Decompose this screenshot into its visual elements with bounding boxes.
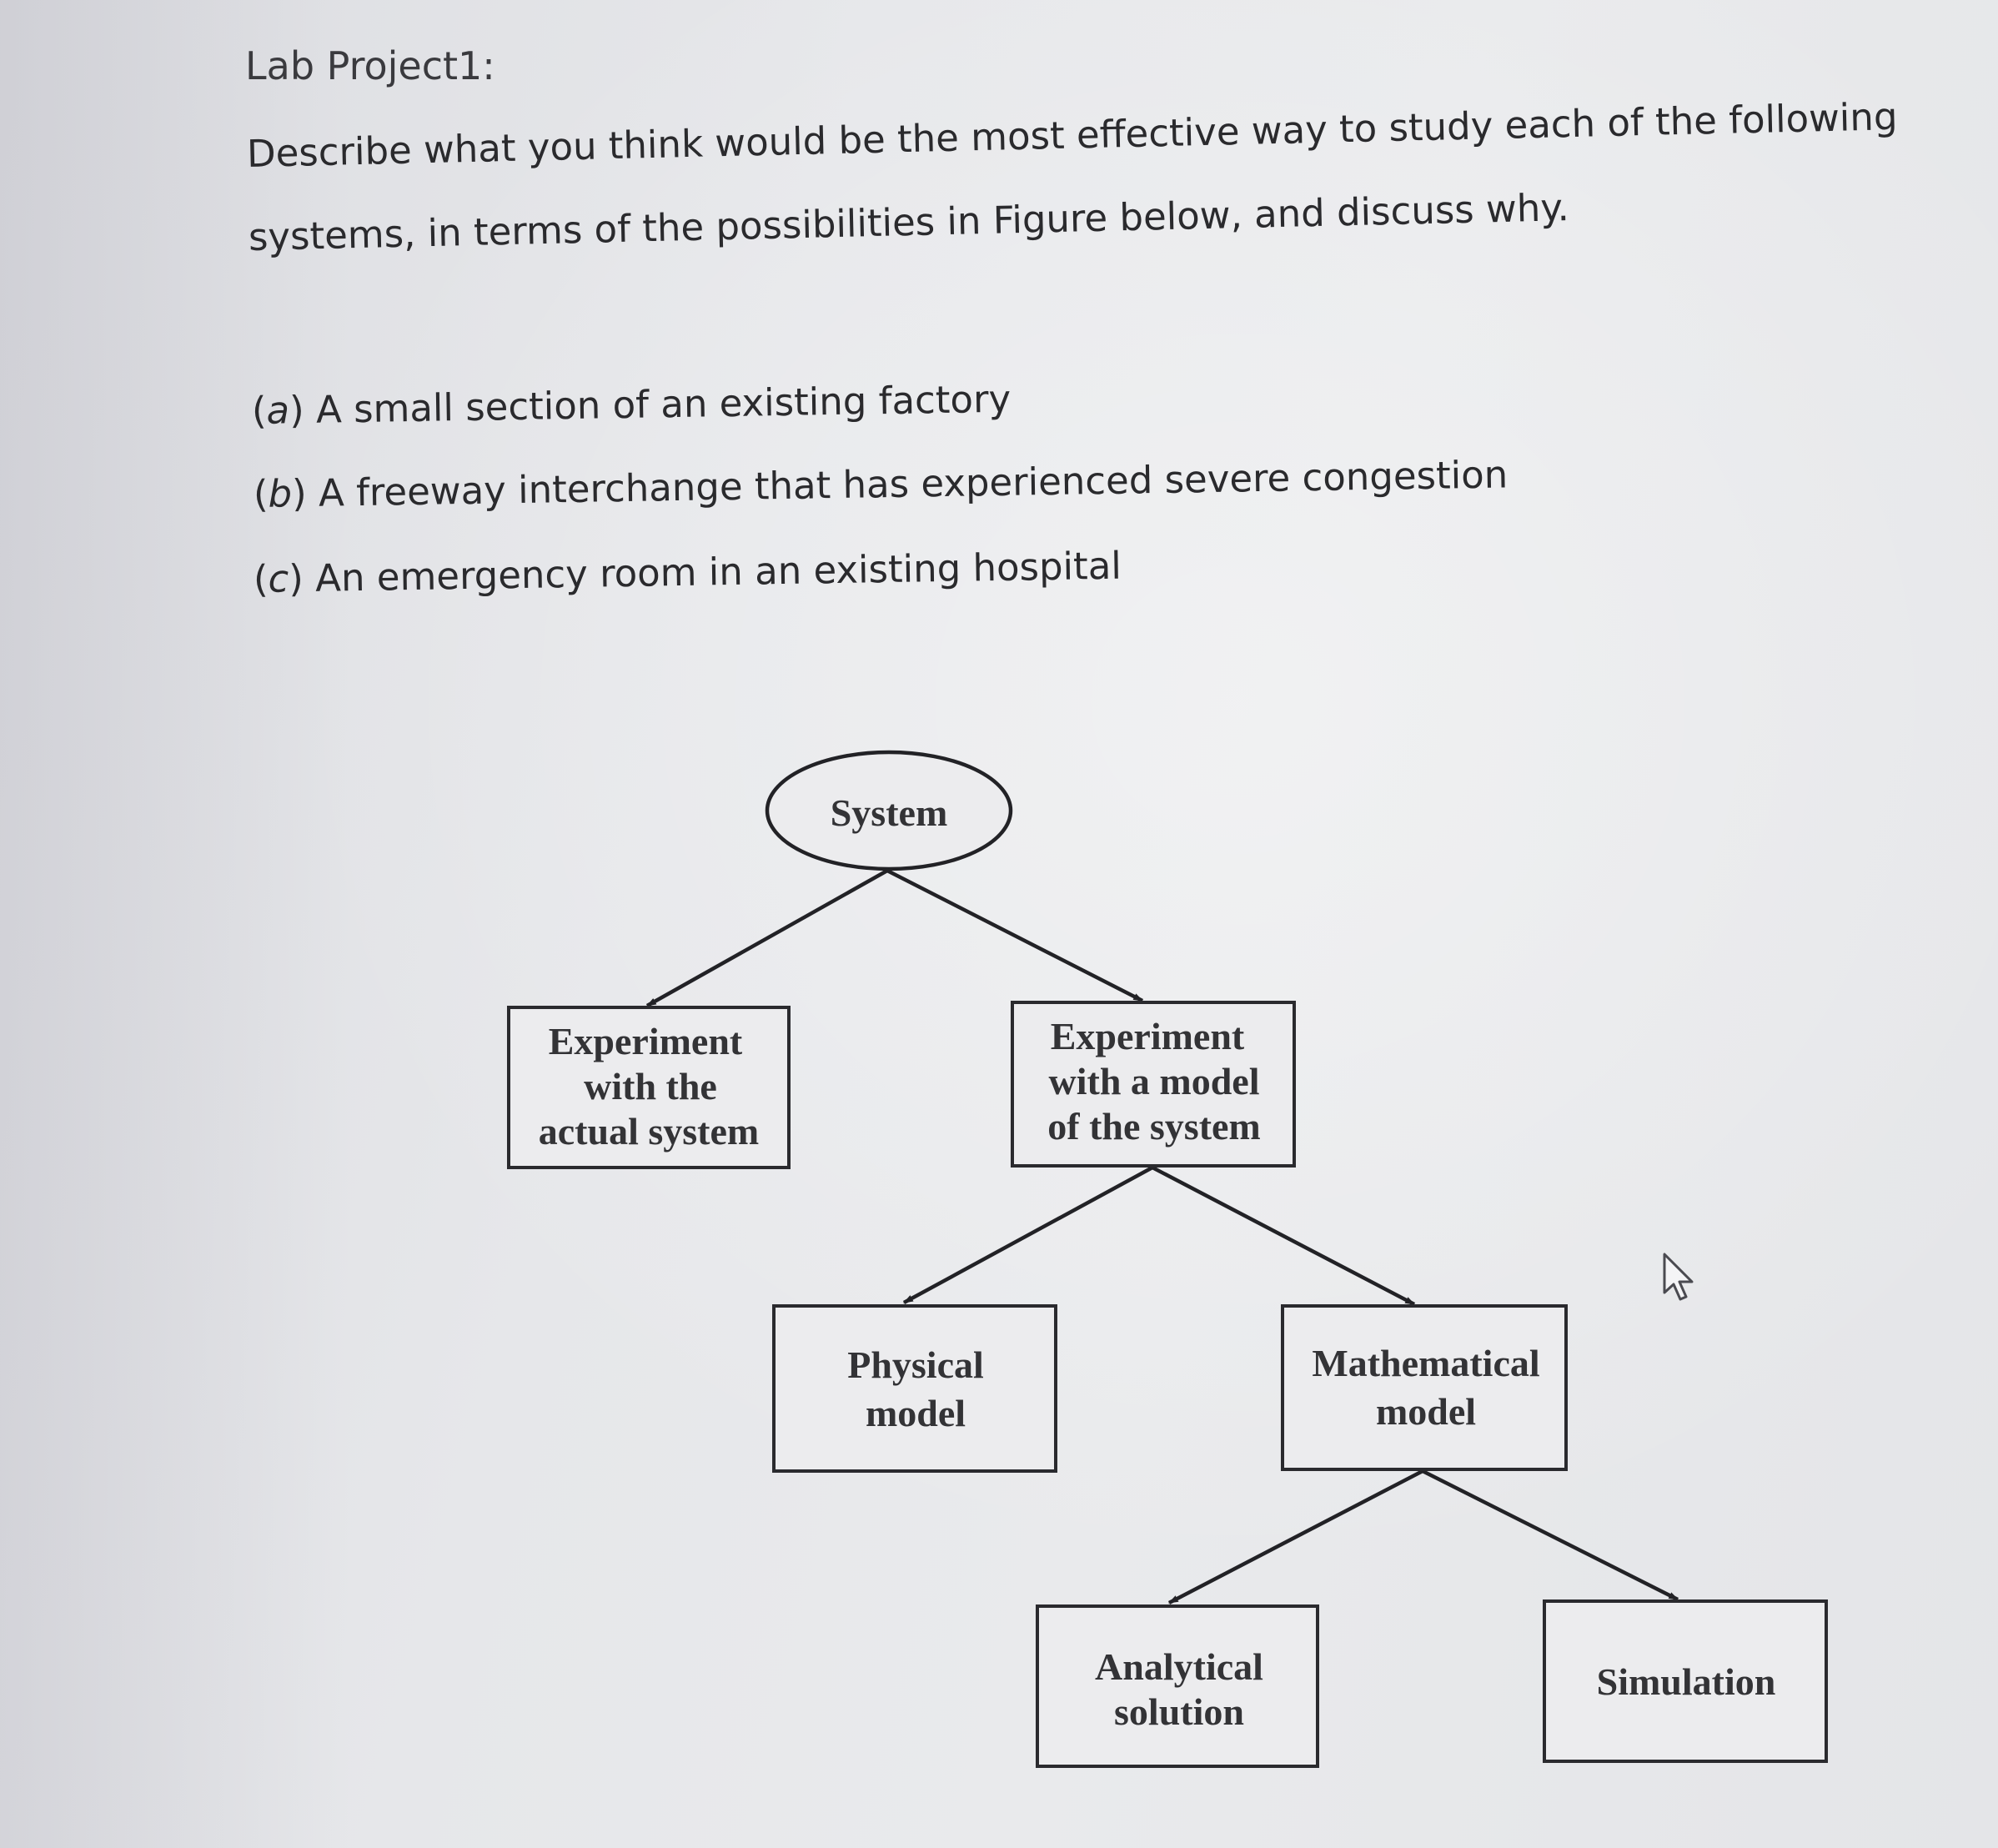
analytical-solution-line-2: solution [1114,1690,1244,1733]
system-node: System [765,750,1013,871]
system-label: System [831,791,948,834]
simulation-box [1543,1599,1828,1763]
physical-model-node: Physical model [772,1304,1057,1473]
mathematical-model-box [1281,1304,1568,1471]
experiment-actual-node: Experiment with the actual system [507,1006,791,1169]
physical-model-line-2: model [866,1392,966,1434]
experiment-actual-box [507,1006,791,1169]
physical-model-line-1: Physical [847,1343,984,1386]
edge-mathematical-to-analytical [1167,1469,1424,1604]
edge-system-to-actual [645,869,889,1007]
edge-model-to-physical [902,1166,1154,1304]
experiment-model-line-3: of the system [1047,1105,1261,1147]
experiment-model-box [1011,1001,1296,1168]
experiment-actual-line-3: actual system [539,1110,759,1152]
mathematical-model-line-2: model [1376,1390,1476,1433]
mathematical-model-line-1: Mathematical [1312,1342,1539,1384]
experiment-model-node: Experiment with a model of the system [1011,1001,1296,1168]
system-ellipse [765,750,1013,871]
experiment-actual-line-2: with the [584,1065,717,1107]
analytical-solution-line-1: Analytical [1095,1645,1263,1688]
analytical-solution-node: Analytical solution [1036,1604,1319,1768]
experiment-actual-line-1: Experiment [549,1020,743,1062]
simulation-node: Simulation [1543,1599,1828,1763]
analytical-solution-box [1036,1604,1319,1768]
page-title: Lab Project1: [245,43,495,88]
physical-model-box [772,1304,1057,1473]
arrow-cursor-icon [1663,1253,1694,1301]
edge-model-to-mathematical [1151,1166,1416,1306]
simulation-label: Simulation [1597,1660,1776,1703]
edge-mathematical-to-simulation [1421,1469,1679,1602]
mathematical-model-node: Mathematical model [1281,1304,1568,1471]
edge-system-to-model [886,868,1144,1003]
experiment-model-line-2: with a model [1049,1060,1260,1102]
experiment-model-line-1: Experiment [1051,1015,1245,1057]
